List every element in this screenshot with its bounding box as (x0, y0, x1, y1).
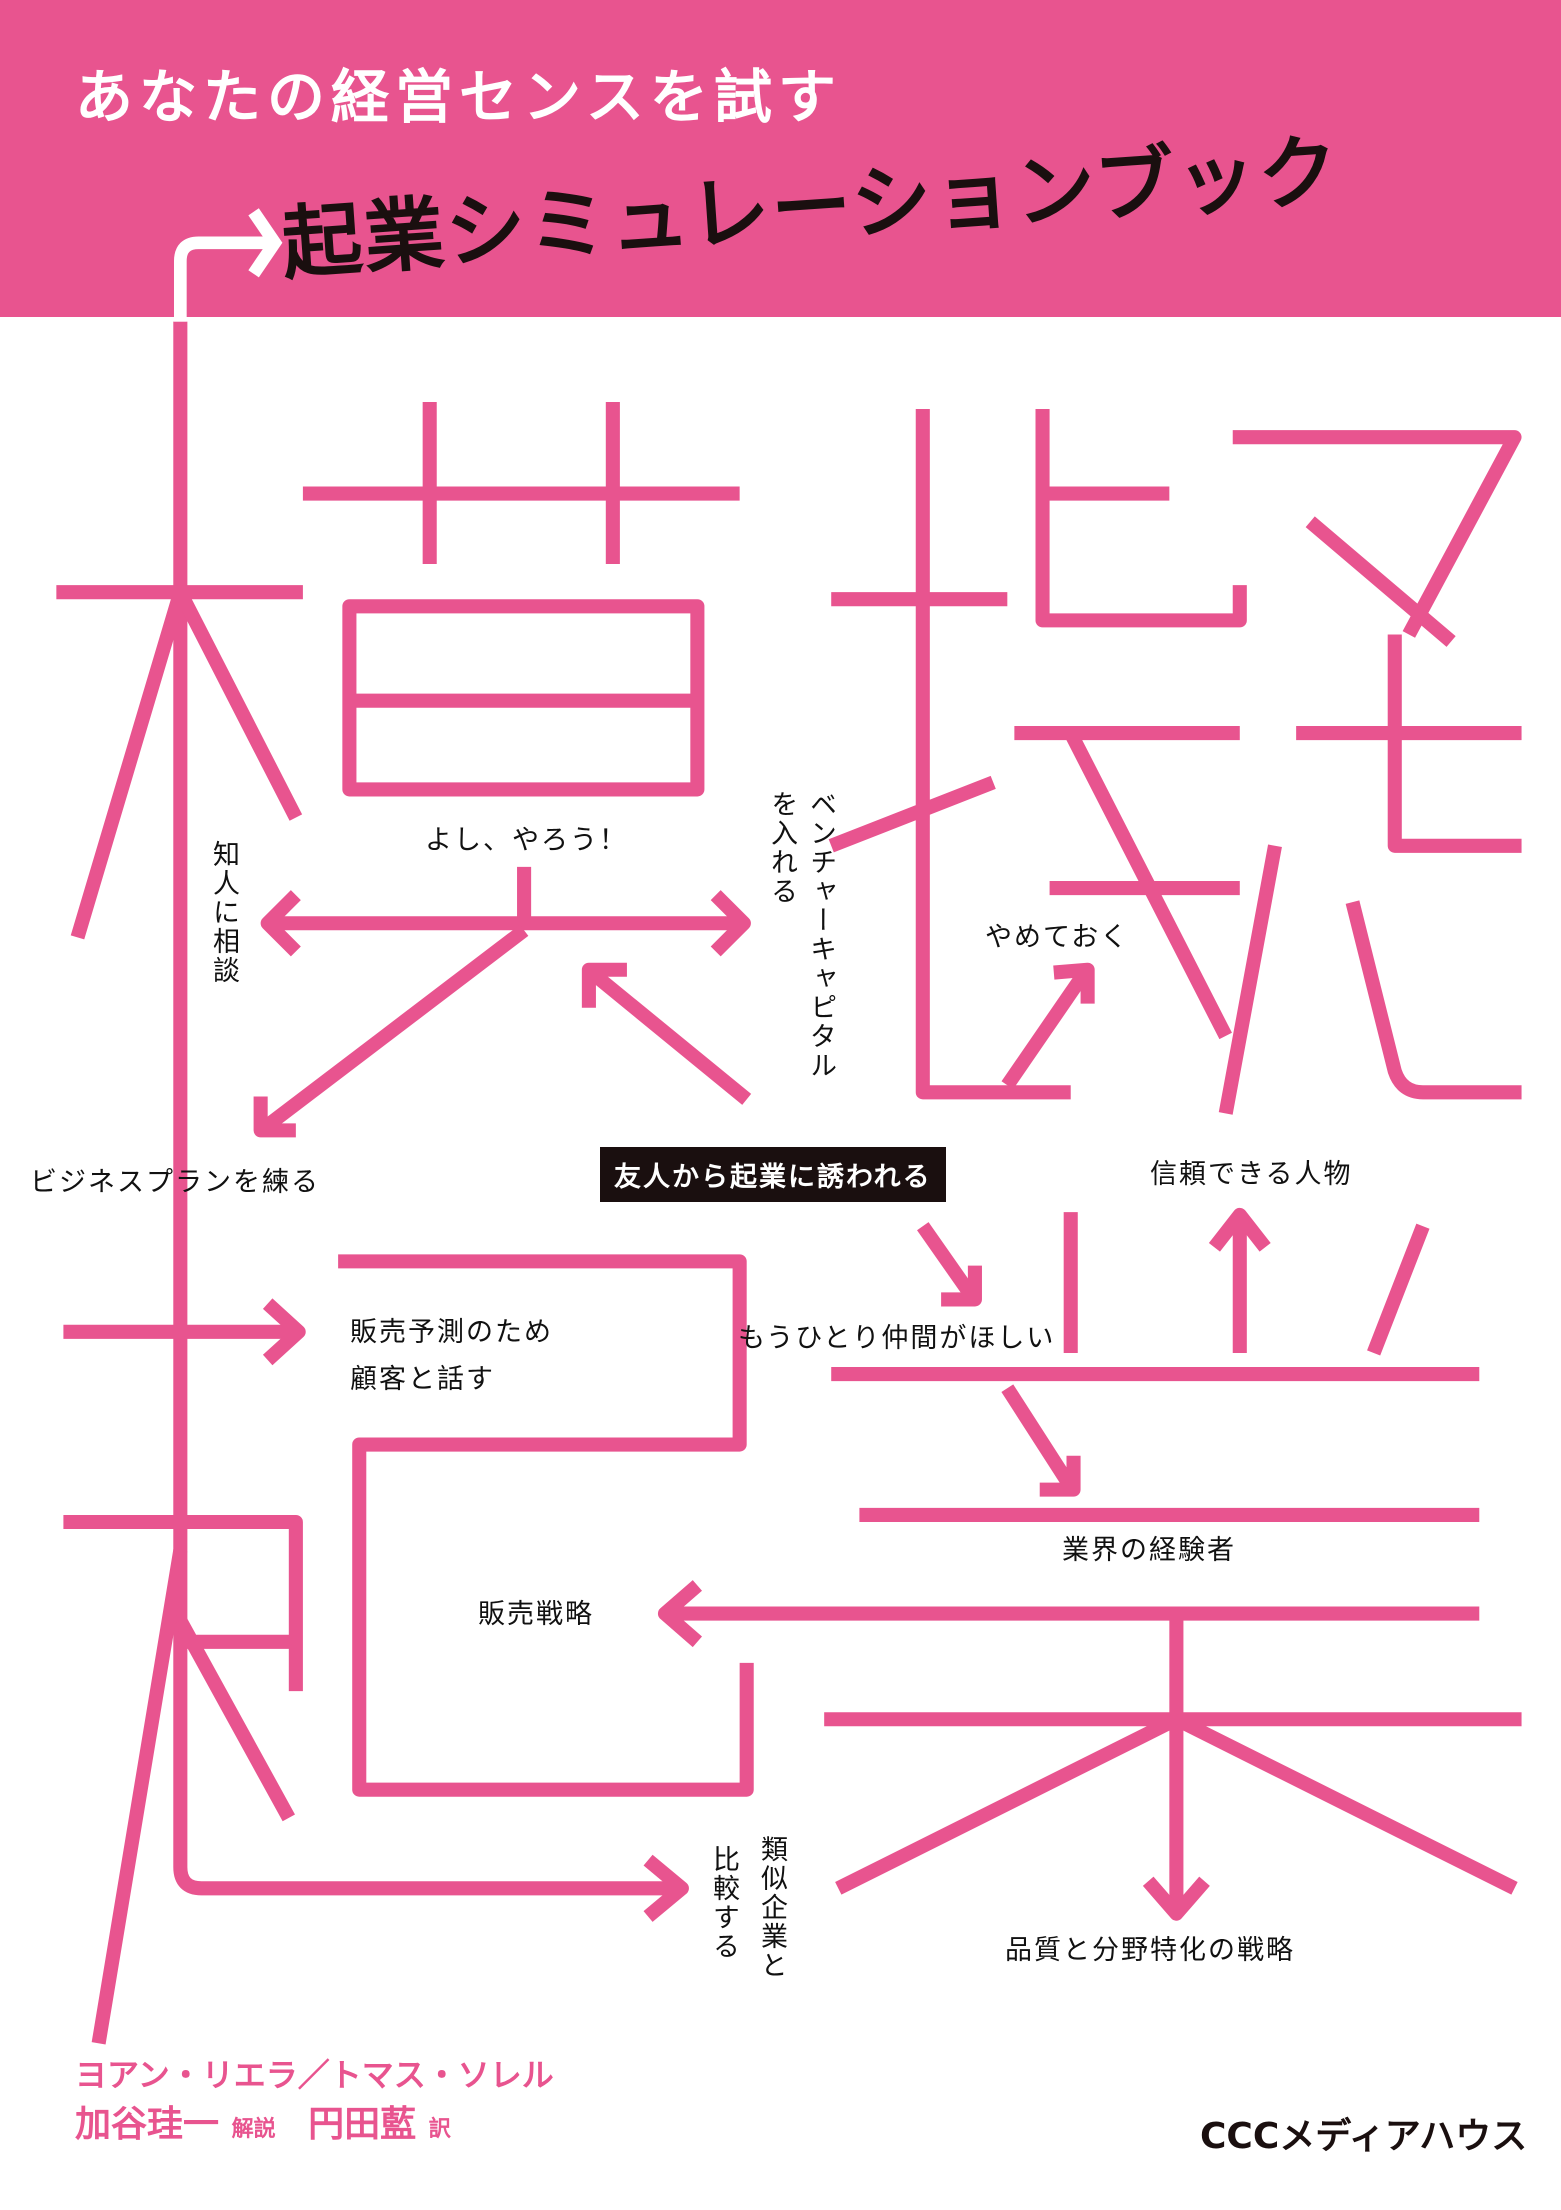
arrow-strategy-icon (657, 1580, 703, 1648)
commentary-role: 解説 (231, 2117, 276, 2142)
label-sales-forecast-1: 販売予測のため (350, 1317, 553, 1348)
label-another-partner: もうひとり仲間がほしい (738, 1323, 1056, 1354)
arrow-partner-line (917, 1222, 978, 1301)
label-compare-1: 類似企業と (756, 1835, 787, 1980)
arrow-expert-icon (1039, 1455, 1081, 1497)
label-industry-expert: 業界の経験者 (1062, 1535, 1236, 1566)
label-give-up: やめておく (985, 922, 1130, 953)
arrow-plan-line (260, 924, 529, 1134)
arrow-yes-icon (581, 962, 627, 1008)
arrow-lr-line (274, 866, 740, 931)
kanji-gyo-strokes (669, 1212, 1522, 1910)
arrow-giveup-icon (1053, 962, 1095, 1004)
commentator: 加谷珪一 (75, 2104, 220, 2145)
kanji-ki-strokes (63, 1254, 754, 2045)
label-quality-strategy: 品質と分野特化の戦略 (1005, 1935, 1295, 1966)
arrow-giveup-line (1001, 968, 1091, 1090)
arrow-compare-icon (643, 1854, 689, 1922)
arrow-left-icon (260, 890, 301, 957)
label-business-plan: ビジネスプランを練る (30, 1167, 320, 1198)
authors: ヨアン・リエラ／トマス・ソレル (75, 2056, 554, 2094)
start-label: 友人から起業に誘われる (600, 1147, 946, 1202)
arrow-forecast-icon (262, 1298, 306, 1366)
arrow-expert-line (1001, 1384, 1077, 1491)
label-compare-2: 比較する (708, 1845, 739, 1961)
start-arrow-icon (248, 208, 283, 278)
start-path-line (173, 236, 268, 322)
tagline: あなたの経営センスを試す (75, 63, 842, 131)
arrow-trust-icon (1208, 1207, 1271, 1252)
label-sales-forecast-2: 顧客と話す (350, 1364, 495, 1395)
arrow-quality-icon (1142, 1876, 1210, 1921)
arrow-partner-icon (941, 1265, 982, 1307)
kanji-mo-strokes (56, 401, 740, 940)
translator-role: 訳 (428, 2117, 451, 2142)
arrow-right-icon (710, 890, 751, 957)
label-trustworthy-person: 信頼できる人物 (1150, 1159, 1353, 1190)
label-sales-strategy: 販売戦略 (478, 1599, 594, 1630)
label-venture-capital: ベンチャーキャピタルを入れる (766, 790, 836, 1080)
spine-line (173, 321, 680, 1896)
label-consult-friend: 知人に相談 (208, 840, 239, 985)
kanji-gi-strokes (828, 409, 1522, 1115)
publisher-logo: CCCメディアハウス (1200, 2116, 1528, 2157)
label-lets-do-it: よし、やろう！ (425, 825, 628, 856)
arrow-plan-icon (253, 1096, 296, 1138)
commentator-translator-line: 加谷珪一 解説 円田藍 訳 (75, 2105, 451, 2145)
translator: 円田藍 (308, 2104, 417, 2145)
arrow-yes-line (587, 967, 752, 1105)
